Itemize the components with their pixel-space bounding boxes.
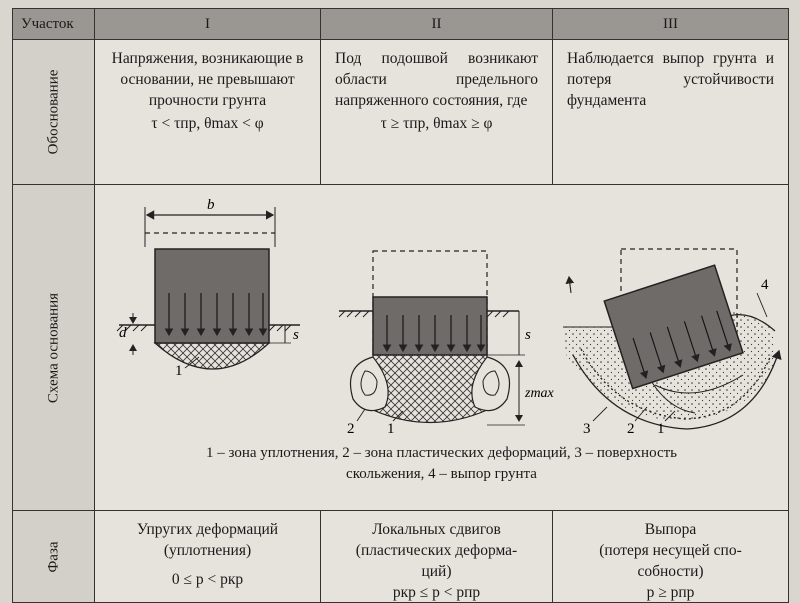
phase-title-1-line-1: Упругих деформаций (136, 521, 279, 538)
label-d: d (119, 325, 127, 341)
basis-label-cell: Обоснование (12, 39, 95, 185)
scheme-row: Схема основания (12, 184, 789, 511)
basis-text-1: Напряжения, возникающие в основании, не … (111, 50, 304, 109)
label-zone-2-a: 2 (347, 421, 355, 437)
phase-title-2-line-3: ций) (421, 563, 452, 580)
label-s-2: s (525, 327, 531, 343)
header-zone-2: II (320, 8, 553, 40)
phase-title-2-line-1: Локальных сдвигов (372, 521, 501, 538)
header-section: Участок (12, 8, 95, 40)
phase-row: Фаза Упругих деформаций (уплотнения) 0 ≤… (12, 510, 789, 603)
scheme-cell: b (94, 184, 789, 511)
scheme-label-cell: Схема основания (12, 184, 95, 511)
scheme-diagram-1: b (116, 197, 300, 379)
phase-title-3-line-1: Выпора (644, 521, 697, 538)
header-zone-3: III (552, 8, 789, 40)
scheme-legend: 1 – зона уплотнения, 2 – зона пластическ… (95, 443, 788, 485)
label-zone-1-a: 1 (175, 363, 183, 379)
label-zone-1-c: 1 (657, 421, 665, 437)
basis-cell-3: Наблюдается выпор грунта и потеря устойч… (552, 39, 789, 185)
phase-title-3-line-3: собности) (637, 563, 704, 580)
phase-cell-3: Выпора (потеря несущей спо- собности) p … (552, 510, 789, 603)
phase-label: Фаза (45, 540, 61, 573)
phase-cell-1: Упругих деформаций (уплотнения) 0 ≤ p < … (94, 510, 321, 603)
phase-formula-2: pкр ≤ p < pпр (392, 584, 481, 601)
basis-text-2: Под подошвой возникают области предельно… (335, 50, 538, 109)
basis-cell-2: Под подошвой возникают области предельно… (320, 39, 553, 185)
phase-title-2-line-2: (пластических деформа- (355, 542, 518, 559)
phase-formula-1: 0 ≤ p < pкр (171, 571, 244, 588)
label-zmax: zmax (524, 386, 555, 401)
label-b: b (207, 197, 215, 213)
header-zone-1: I (94, 8, 321, 40)
label-zone-1-b: 1 (387, 421, 395, 437)
phase-title-1-line-2: (уплотнения) (163, 542, 252, 559)
phase-title-2: Локальных сдвигов (пластических деформа-… (321, 511, 552, 582)
label-zone-3: 3 (583, 421, 591, 437)
scheme-diagrams: b (116, 197, 782, 437)
phases-table: Участок I II III Обоснование Напряжения,… (12, 8, 789, 603)
basis-label: Обоснование (45, 69, 61, 155)
scheme-area: b (95, 185, 788, 510)
scheme-diagram-3: 4 3 2 1 (563, 248, 782, 437)
phase-title-3: Выпора (потеря несущей спо- собности) (553, 511, 788, 582)
basis-formula-2: τ ≥ τпр, θmax ≥ φ (380, 115, 493, 132)
scheme-label: Схема основания (45, 292, 61, 403)
phase-formula-3: p ≥ pпр (646, 584, 695, 601)
legend-line-2: скольжения, 4 – выпор грунта (346, 466, 537, 482)
basis-row: Обоснование Напряжения, возникающие в ос… (12, 39, 789, 185)
phase-title-3-line-2: (потеря несущей спо- (599, 542, 742, 559)
phase-cell-2: Локальных сдвигов (пластических деформа-… (320, 510, 553, 603)
basis-cell-1: Напряжения, возникающие в основании, не … (94, 39, 321, 185)
phase-label-cell: Фаза (12, 510, 95, 603)
label-zone-2-b: 2 (627, 421, 635, 437)
basis-text-3: Наблюдается выпор грунта и потеря устойч… (567, 50, 774, 109)
label-s-1: s (293, 327, 299, 343)
label-zone-4: 4 (761, 277, 769, 293)
scheme-diagram-2: s zmax 2 1 (338, 250, 555, 437)
phase-title-1: Упругих деформаций (уплотнения) (95, 511, 320, 561)
basis-formula-1: τ < τпр, θmax < φ (151, 115, 264, 132)
legend-line-1: 1 – зона уплотнения, 2 – зона пластическ… (206, 445, 677, 461)
header-row: Участок I II III (12, 8, 789, 40)
